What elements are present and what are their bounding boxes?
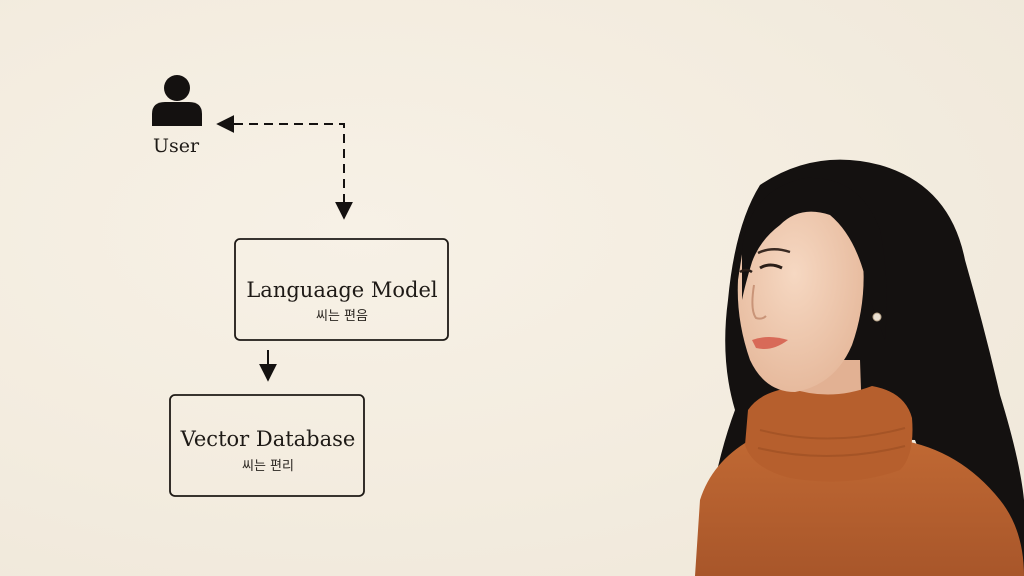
turtleneck-collar — [745, 386, 913, 482]
node-language-model: Languaage Model 씨는 편음 — [234, 238, 449, 341]
node-subtitle: 씨는 편리 — [242, 459, 294, 474]
woman-portrait — [695, 159, 1024, 576]
person-icon — [152, 75, 202, 126]
hair-front — [742, 177, 887, 340]
node-title: Vector Database — [180, 427, 356, 451]
edge-user-model — [216, 115, 353, 220]
node-vector-database: Vector Database 씨는 편리 — [169, 394, 365, 497]
node-title: Languaage Model — [246, 278, 438, 302]
user-label: User — [153, 135, 200, 157]
node-subtitle: 씨는 편음 — [316, 309, 368, 324]
lips — [752, 337, 788, 349]
